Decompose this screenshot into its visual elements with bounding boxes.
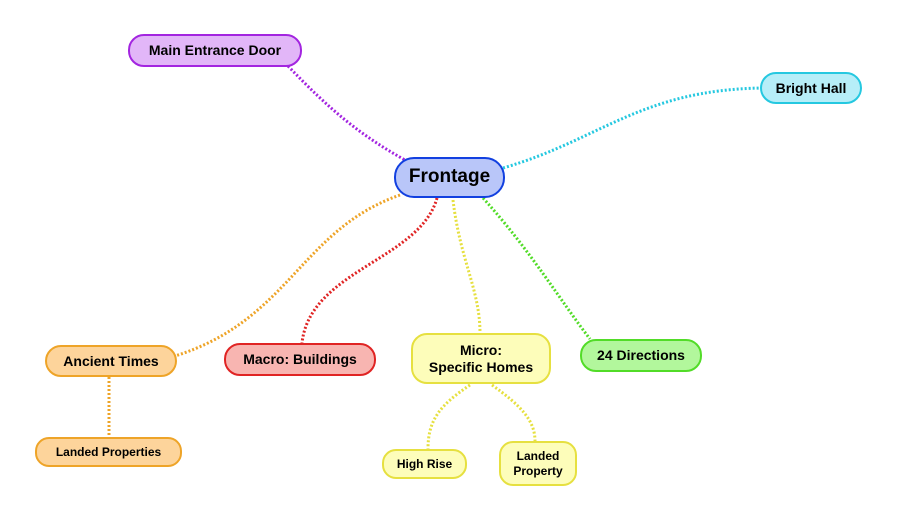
node-label: Main Entrance Door bbox=[148, 42, 282, 59]
edge-main-entrance bbox=[286, 64, 406, 162]
node-label: Landed Properties bbox=[55, 444, 162, 459]
node-label: Ancient Times bbox=[63, 352, 159, 369]
edge-bright-hall bbox=[502, 86, 763, 170]
node-macro-buildings[interactable]: Macro: Buildings bbox=[224, 343, 376, 376]
node-label: High Rise bbox=[396, 456, 453, 471]
edge-24-directions bbox=[481, 196, 592, 340]
node-bright-hall[interactable]: Bright Hall bbox=[760, 72, 862, 104]
edge-macro bbox=[300, 197, 439, 344]
edge-landed-property bbox=[491, 383, 537, 442]
node-label: Landed Property bbox=[513, 449, 563, 478]
edge-micro bbox=[451, 199, 482, 334]
node-label: Bright Hall bbox=[775, 79, 847, 96]
node-micro-specific-homes[interactable]: Micro: Specific Homes bbox=[411, 333, 551, 384]
node-label: Frontage bbox=[408, 166, 491, 188]
node-high-rise[interactable]: High Rise bbox=[382, 449, 467, 479]
node-ancient-times[interactable]: Ancient Times bbox=[45, 345, 177, 377]
edge-high-rise bbox=[426, 383, 471, 450]
node-label: Micro: Specific Homes bbox=[428, 341, 534, 375]
node-label: Macro: Buildings bbox=[243, 351, 357, 368]
node-24-directions[interactable]: 24 Directions bbox=[580, 339, 702, 372]
edge-ancient-times bbox=[174, 193, 401, 358]
node-label: 24 Directions bbox=[597, 347, 685, 364]
node-landed-property[interactable]: Landed Property bbox=[499, 441, 577, 486]
node-main-entrance-door[interactable]: Main Entrance Door bbox=[128, 34, 302, 67]
node-landed-properties[interactable]: Landed Properties bbox=[35, 437, 182, 467]
node-frontage[interactable]: Frontage bbox=[394, 157, 505, 198]
